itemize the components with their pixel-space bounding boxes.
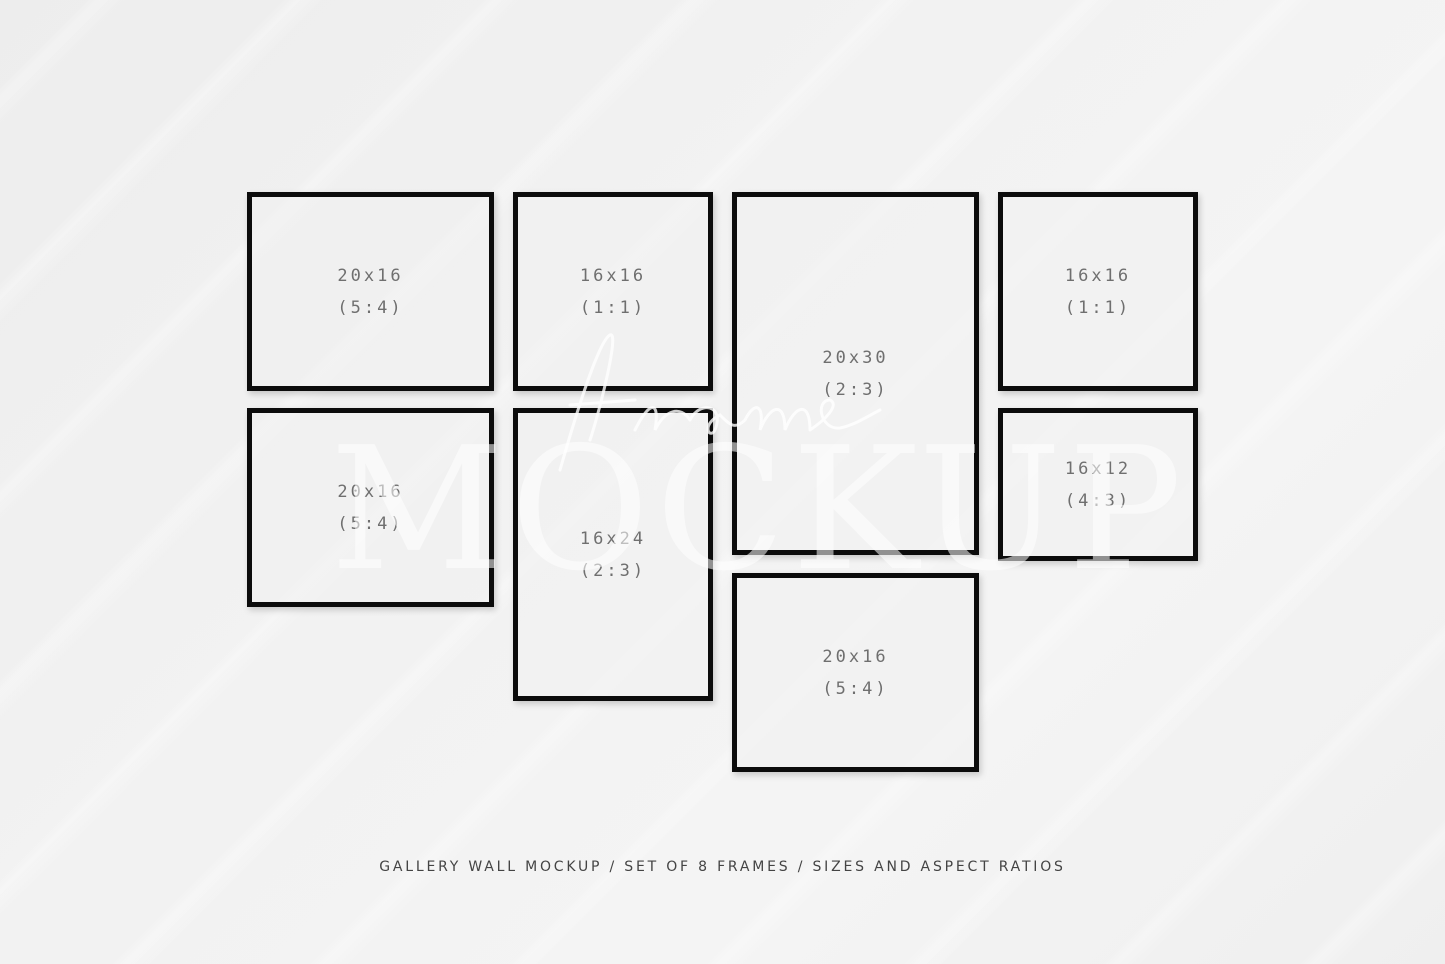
frame-ratio-label: (2:3) <box>579 560 647 581</box>
frame-3: 20x30 (2:3) <box>732 192 979 555</box>
frame-size-label: 20x16 <box>822 646 889 667</box>
frame-ratio-label: (5:4) <box>337 513 404 534</box>
frame-4: 16x16 (1:1) <box>998 192 1198 391</box>
frame-size-label: 16x12 <box>1064 458 1132 479</box>
frame-1: 20x16 (5:4) <box>247 192 494 391</box>
frame-size-label: 16x24 <box>579 528 647 549</box>
frame-size-label: 20x16 <box>337 265 404 286</box>
frame-6: 16x24 (2:3) <box>513 408 713 701</box>
caption: GALLERY WALL MOCKUP / SET OF 8 FRAMES / … <box>379 859 1066 875</box>
frame-ratio-label: (4:3) <box>1064 490 1132 511</box>
frame-ratio-label: (5:4) <box>337 297 404 318</box>
frame-ratio-label: (1:1) <box>579 297 647 318</box>
frame-8: 20x16 (5:4) <box>732 573 979 772</box>
frame-2: 16x16 (1:1) <box>513 192 713 391</box>
frame-ratio-label: (1:1) <box>1064 297 1132 318</box>
frame-ratio-label: (2:3) <box>822 379 889 400</box>
frame-ratio-label: (5:4) <box>822 678 889 699</box>
frame-size-label: 16x16 <box>579 265 647 286</box>
frame-size-label: 16x16 <box>1064 265 1132 286</box>
frame-size-label: 20x16 <box>337 481 404 502</box>
frame-5: 20x16 (5:4) <box>247 408 494 607</box>
frame-7: 16x12 (4:3) <box>998 408 1198 561</box>
frame-size-label: 20x30 <box>822 347 889 368</box>
